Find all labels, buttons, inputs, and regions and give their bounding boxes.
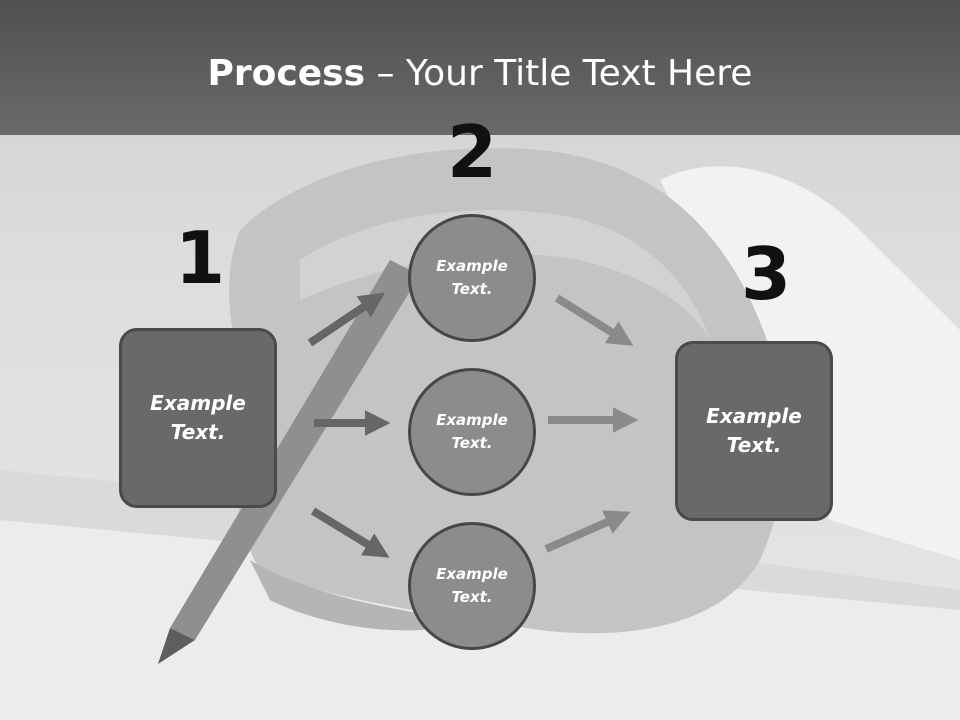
middle-circle-top: Example Text. xyxy=(408,214,536,342)
slide-title: Process – Your Title Text Here xyxy=(0,52,960,96)
start-box: Example Text. xyxy=(119,328,277,508)
end-box: Example Text. xyxy=(675,341,833,521)
end-box-label: Example Text. xyxy=(706,404,802,457)
start-box-label: Example Text. xyxy=(150,391,246,444)
title-band xyxy=(0,0,960,135)
title-rest: – Your Title Text Here xyxy=(365,53,753,94)
pen-body-shape xyxy=(170,260,420,640)
middle-circle-middle: Example Text. xyxy=(408,368,536,496)
circle-label-top: Example Text. xyxy=(436,257,508,298)
arrow-top-to-end xyxy=(554,294,634,346)
arrow-start-to-top xyxy=(307,292,385,347)
step-number-3: 3 xyxy=(740,232,792,316)
step-number-1: 1 xyxy=(174,216,226,300)
arrow-start-to-bottom xyxy=(310,507,390,558)
circle-label-bottom: Example Text. xyxy=(436,565,508,606)
hand-highlight-shape xyxy=(300,210,710,340)
circle-label-middle: Example Text. xyxy=(436,411,508,452)
title-bold: Process xyxy=(207,53,366,94)
pen-tip-shape xyxy=(158,628,195,664)
arrow-bottom-to-end xyxy=(544,510,631,553)
step-number-2: 2 xyxy=(446,110,498,194)
middle-circle-bottom: Example Text. xyxy=(408,522,536,650)
